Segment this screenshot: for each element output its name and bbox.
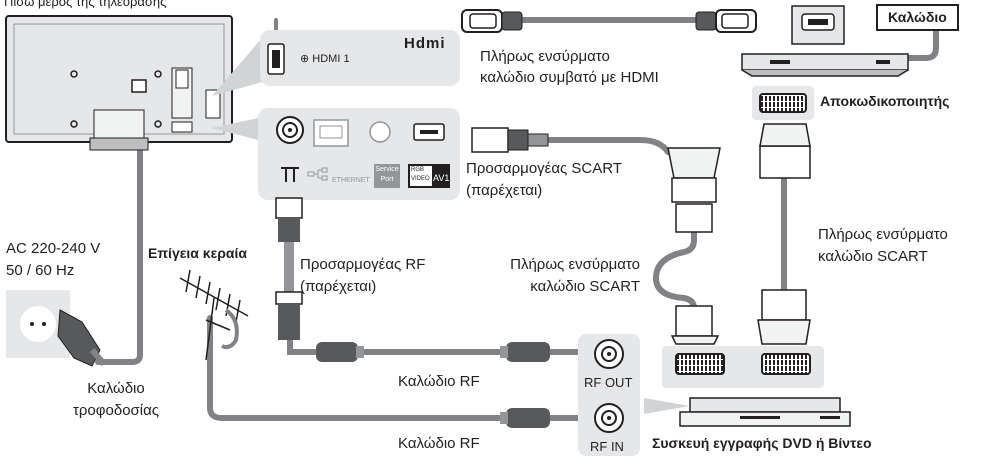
rgb-label: RGB bbox=[411, 167, 425, 173]
scart-plug-left-bottom bbox=[670, 305, 720, 345]
rgb-video-label: RGB VIDEO bbox=[411, 166, 430, 184]
rf-plugs bbox=[316, 342, 550, 428]
rf-out-label: RF OUT bbox=[584, 375, 633, 390]
scart-adapter-label-line2: (παρέχεται) bbox=[466, 182, 543, 199]
antenna-label: Επίγεια κεραία bbox=[148, 245, 247, 261]
scart-adapter-label: Προσαρμογέας SCART (παρέχεται) bbox=[466, 158, 622, 202]
ethernet-label: ETHERNET bbox=[332, 177, 370, 184]
rf-cable-bottom-label: Καλώδιο RF bbox=[398, 435, 480, 452]
scart-cable-right-label-line1: Πλήρως ενσύρματο bbox=[818, 226, 948, 243]
ac-power-label: AC 220-240 V 50 / 60 Hz bbox=[6, 238, 100, 282]
hdmi-plug-left bbox=[461, 9, 523, 33]
recorder-scart-panel bbox=[662, 346, 824, 388]
hdmi-plug-right bbox=[695, 9, 757, 33]
av1-label: AV1 bbox=[433, 173, 450, 183]
ac-voltage-label: AC 220-240 V bbox=[6, 240, 101, 257]
ethernet-port-icon bbox=[313, 119, 349, 147]
rf-adapter-label-line1: Προσαρμογέας RF bbox=[300, 256, 426, 273]
ethernet-icon bbox=[307, 167, 328, 181]
rf-adapter bbox=[275, 197, 303, 340]
tv-back-label: Πίσω μέρος της τηλεόρασης bbox=[4, 0, 167, 9]
scart-plug-right-bottom bbox=[757, 289, 811, 345]
rf-in-label: RF IN bbox=[590, 439, 624, 454]
hdmi-port-text: HDMI 1 bbox=[312, 53, 350, 65]
rf-adapter-label: Προσαρμογέας RF (παρέχεται) bbox=[300, 254, 425, 298]
cable-input-label: Καλώδιο bbox=[876, 4, 959, 31]
rf-cable-bottom bbox=[207, 315, 593, 421]
scart-cable-right-label-line2: καλώδιο SCART bbox=[818, 248, 928, 265]
power-cable bbox=[95, 87, 143, 365]
service-port-label: Service Port bbox=[374, 165, 400, 185]
rf-sockets-panel bbox=[578, 334, 640, 456]
decoder-device bbox=[741, 5, 909, 77]
ac-frequency-label: 50 / 60 Hz bbox=[6, 262, 75, 279]
dvd-recorder-device bbox=[644, 397, 851, 427]
hdmi-cable-label-line1: Πλήρως ενσύρματο bbox=[480, 48, 610, 65]
scart-cable-mid-label: Πλήρως ενσύρματο καλώδιο SCART bbox=[490, 254, 640, 298]
hdmi-cable-label-line2: καλώδιο συμβατό με HDMI bbox=[480, 69, 659, 86]
service-port-icon bbox=[369, 121, 391, 143]
scart-cable-mid-label-line1: Πλήρως ενσύρματο bbox=[510, 256, 640, 273]
scart-cable-mid-label-line2: καλώδιο SCART bbox=[530, 278, 640, 295]
scart-adapter-cable bbox=[545, 137, 671, 155]
rf-adapter-label-line2: (παρέχεται) bbox=[300, 278, 377, 295]
hdmi-input-icon: ⊕ bbox=[300, 53, 313, 65]
hdmi-cable-label: Πλήρως ενσύρματο καλώδιο συμβατό με HDMI bbox=[480, 46, 659, 88]
service-port-line1: Service bbox=[375, 166, 399, 173]
cable-input-line bbox=[905, 25, 939, 61]
hdmi-port-label: ⊕ HDMI 1 bbox=[300, 50, 350, 69]
power-cable-label-line1: Καλώδιο bbox=[87, 380, 145, 397]
av-panel bbox=[258, 108, 460, 200]
power-plug-icon bbox=[57, 309, 107, 367]
power-cable-label-line2: τροφοδοσίας bbox=[72, 402, 160, 419]
scart-plug-right-top bbox=[759, 123, 811, 179]
scart-adapter-label-line1: Προσαρμογέας SCART bbox=[466, 160, 622, 177]
video-label: VIDEO bbox=[411, 176, 430, 182]
service-port-line2: Port bbox=[380, 176, 394, 183]
hdmi-panel bbox=[260, 30, 460, 86]
scart-cable-mid bbox=[652, 229, 697, 311]
decoder-label: Αποκωδικοποιητής bbox=[820, 93, 950, 109]
scart-cable-right-label: Πλήρως ενσύρματο καλώδιο SCART bbox=[818, 224, 948, 268]
tv-back bbox=[5, 15, 233, 151]
hdmi-logo: Hdmi bbox=[404, 35, 446, 52]
dvd-recorder-label: Συσκευή εγγραφής DVD ή Βίντεο bbox=[652, 435, 872, 451]
antenna-icon bbox=[179, 269, 249, 361]
decoder-scart-socket bbox=[752, 86, 814, 120]
hdmi-pointer bbox=[212, 38, 262, 96]
power-cable-label: Καλώδιο τροφοδοσίας bbox=[56, 378, 176, 422]
av-pointer bbox=[212, 118, 258, 140]
scart-plug-left-top bbox=[667, 147, 721, 233]
rf-cable-top-label: Καλώδιο RF bbox=[398, 373, 480, 390]
antenna-symbol-icon bbox=[281, 167, 299, 182]
scart-adapter bbox=[471, 127, 549, 153]
